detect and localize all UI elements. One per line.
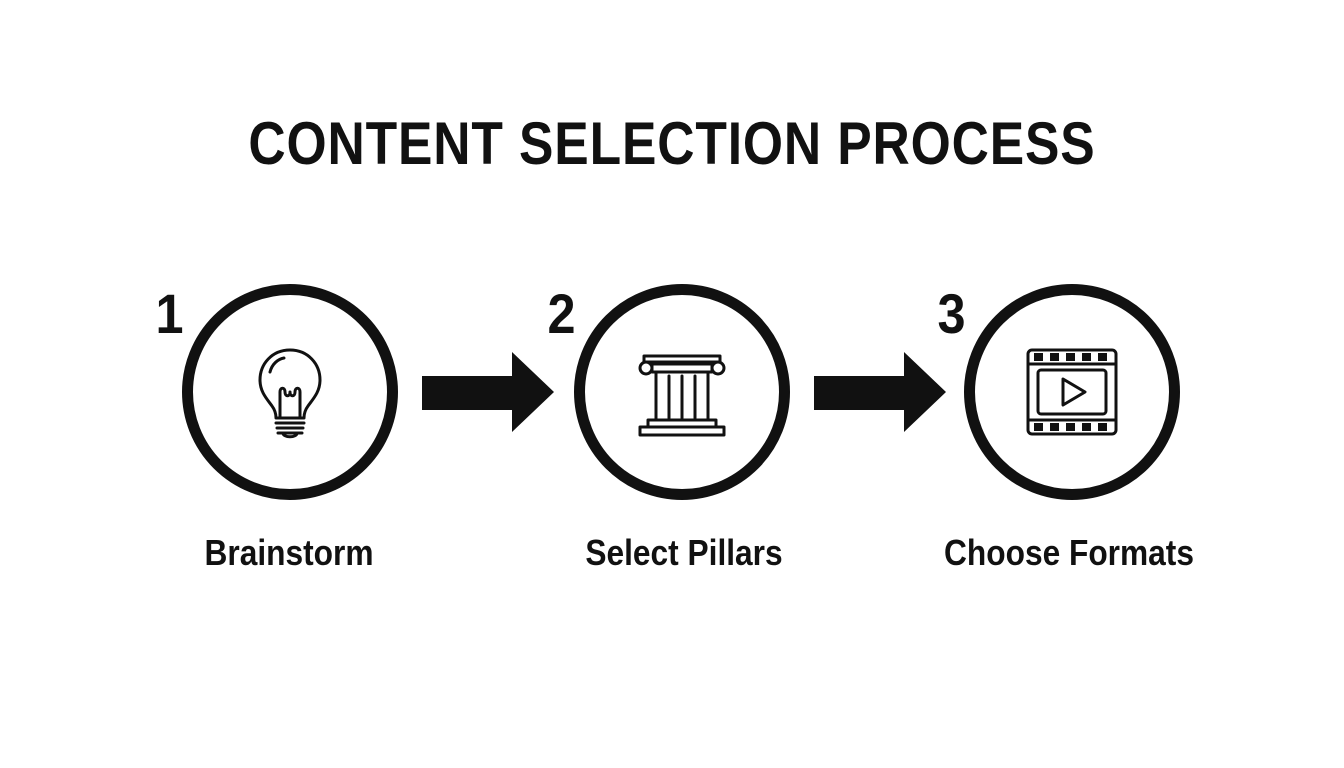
step-2-label: Select Pillars xyxy=(585,532,783,573)
step-1-label: Brainstorm xyxy=(204,532,374,573)
video-film-icon xyxy=(1026,348,1118,436)
pillar-icon xyxy=(638,354,726,437)
arrow-right-icon xyxy=(814,352,946,432)
step-1-number: 1 xyxy=(155,282,184,345)
step-2-circle xyxy=(574,284,790,500)
step-2-number: 2 xyxy=(547,282,576,345)
step-3-label: Choose Formats xyxy=(944,532,1194,573)
step-3-number: 3 xyxy=(937,282,966,345)
lightbulb-icon xyxy=(258,348,322,439)
step-1-circle xyxy=(182,284,398,500)
step-3-circle xyxy=(964,284,1180,500)
diagram-title: CONTENT SELECTION PROCESS xyxy=(248,110,1096,177)
arrow-right-icon xyxy=(422,352,554,432)
